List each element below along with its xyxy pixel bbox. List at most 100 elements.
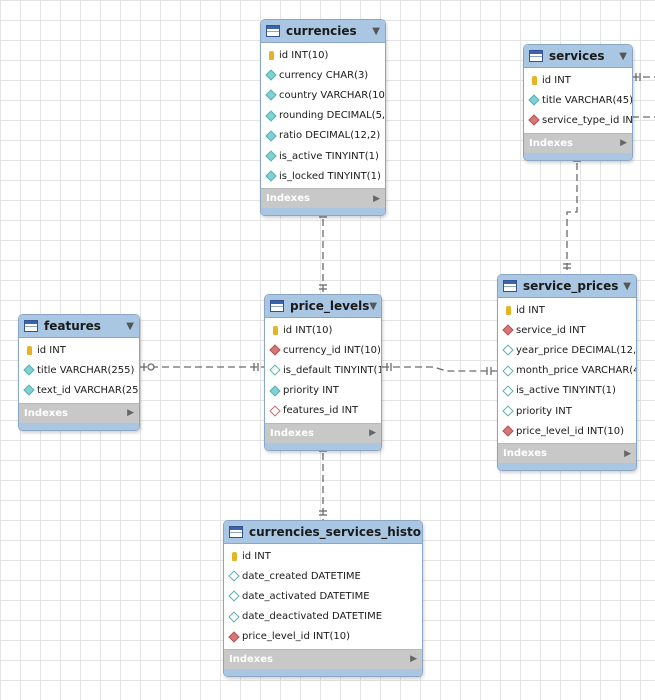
column-label: title VARCHAR(255)	[37, 364, 135, 376]
collapse-arrow-icon[interactable]: ▼	[126, 320, 134, 332]
collapse-arrow-icon[interactable]: ▼	[623, 280, 631, 292]
column-label: id INT(10)	[283, 324, 333, 336]
indexes-section[interactable]: Indexes ▶	[19, 402, 139, 423]
column-row[interactable]: rounding DECIMAL(5,4)	[261, 106, 385, 126]
foreign-key-icon	[502, 425, 514, 437]
expand-arrow-icon[interactable]: ▶	[127, 408, 134, 419]
table-icon	[266, 25, 280, 37]
indexes-label: Indexes	[24, 407, 68, 419]
entity-header[interactable]: currencies ▼	[261, 20, 385, 43]
column-row[interactable]: date_created DATETIME	[224, 566, 422, 586]
entity-footer	[19, 422, 139, 430]
entity-header[interactable]: services ▼	[524, 45, 632, 68]
column-row[interactable]: id INT	[498, 300, 636, 320]
column-icon	[265, 89, 277, 102]
column-label: rounding DECIMAL(5,4)	[279, 110, 386, 122]
column-row[interactable]: ratio DECIMAL(12,2)	[261, 126, 385, 146]
column-icon	[265, 170, 277, 182]
column-row[interactable]: text_id VARCHAR(255)	[19, 380, 139, 400]
collapse-arrow-icon[interactable]: ▼	[369, 300, 378, 312]
nullable-column-icon	[502, 385, 514, 397]
column-row[interactable]: priority INT	[265, 381, 381, 401]
entity-header[interactable]: price_levels ▼	[265, 295, 381, 318]
column-row[interactable]: id INT	[19, 340, 139, 360]
rel-price-levels-service-prices[interactable]	[382, 366, 497, 372]
column-row[interactable]: id INT(10)	[261, 45, 385, 65]
column-row[interactable]: date_deactivated DATETIME	[224, 607, 422, 627]
entity-currencies[interactable]: currencies ▼ id INT(10)currency CHAR(3)c…	[260, 19, 386, 217]
column-row[interactable]: service_type_id INT	[524, 110, 632, 130]
nullable-foreign-key-icon	[269, 405, 281, 417]
entity-title: services	[549, 49, 605, 63]
entity-title: price_levels	[290, 299, 370, 313]
column-icon	[265, 109, 277, 122]
column-label: currency_id INT(10)	[283, 344, 381, 356]
expand-arrow-icon[interactable]: ▶	[620, 138, 627, 149]
column-row[interactable]: is_locked TINYINT(1)	[261, 166, 385, 186]
column-icon	[23, 384, 35, 397]
foreign-key-icon	[502, 324, 514, 336]
column-row[interactable]: title VARCHAR(255)	[19, 360, 139, 380]
column-label: service_id INT	[516, 324, 586, 336]
column-list: id INT(10) currency CHAR(3)country VARCHA…	[261, 43, 385, 188]
nullable-column-icon	[228, 610, 240, 623]
column-label: id INT	[37, 344, 66, 356]
column-row[interactable]: title VARCHAR(45)	[524, 90, 632, 110]
column-row[interactable]: is_active TINYINT(1)	[261, 146, 385, 166]
column-label: date_deactivated DATETIME	[242, 611, 383, 623]
expand-arrow-icon[interactable]: ▶	[624, 448, 631, 459]
foreign-key-icon	[528, 114, 540, 127]
column-row[interactable]: price_level_id INT(10)	[224, 627, 422, 647]
entity-header[interactable]: currencies_services_history ▼	[224, 521, 422, 544]
column-icon	[265, 69, 277, 81]
column-row[interactable]: country VARCHAR(10)	[261, 85, 385, 105]
column-label: year_price DECIMAL(12,4)	[516, 344, 637, 356]
column-label: price_level_id INT(10)	[516, 425, 625, 437]
indexes-section[interactable]: Indexes ▶	[498, 443, 636, 464]
nullable-column-icon	[502, 364, 514, 377]
expand-arrow-icon[interactable]: ▶	[410, 654, 417, 665]
column-row[interactable]: service_id INT	[498, 320, 636, 340]
column-row[interactable]: features_id INT	[265, 401, 381, 421]
column-row[interactable]: currency_id INT(10)	[265, 340, 381, 360]
column-row[interactable]: currency CHAR(3)	[261, 65, 385, 85]
collapse-arrow-icon[interactable]: ▼	[372, 25, 380, 37]
entity-header[interactable]: features ▼	[19, 315, 139, 338]
column-row[interactable]: is_active TINYINT(1)	[498, 381, 636, 401]
expand-arrow-icon[interactable]: ▶	[369, 428, 376, 439]
indexes-section[interactable]: Indexes ▶	[261, 188, 385, 209]
table-icon	[24, 320, 38, 332]
indexes-section[interactable]: Indexes ▶	[524, 132, 632, 153]
column-row[interactable]: is_default TINYINT(1)	[265, 360, 381, 380]
indexes-label: Indexes	[270, 427, 314, 439]
entity-footer	[524, 152, 632, 160]
entity-service-prices[interactable]: service_prices ▼ id INT service_id INT yea…	[497, 274, 637, 472]
column-label: ratio DECIMAL(12,2)	[279, 130, 381, 142]
column-row[interactable]: id INT(10)	[265, 320, 381, 340]
table-icon	[503, 280, 517, 292]
rel-services-service-prices[interactable]	[566, 152, 578, 274]
column-row[interactable]: id INT	[224, 546, 422, 566]
entity-title: currencies	[286, 24, 357, 38]
column-row[interactable]: priority INT	[498, 401, 636, 421]
column-label: id INT(10)	[279, 49, 329, 61]
foreign-key-icon	[269, 344, 281, 356]
column-row[interactable]: date_activated DATETIME	[224, 586, 422, 606]
collapse-arrow-icon[interactable]: ▼	[619, 50, 627, 62]
primary-key-icon	[24, 345, 34, 355]
column-list: id INT(10) currency_id INT(10) is_default …	[265, 318, 381, 423]
entity-features[interactable]: features ▼ id INT title VARCHAR(255) text_…	[18, 314, 140, 431]
indexes-section[interactable]: Indexes ▶	[224, 648, 422, 669]
column-row[interactable]: month_price VARCHAR(45)	[498, 361, 636, 381]
column-row[interactable]: price_level_id INT(10)	[498, 421, 636, 441]
entity-price-levels[interactable]: price_levels ▼ id INT(10) currency_id INT…	[264, 294, 382, 451]
indexes-section[interactable]: Indexes ▶	[265, 422, 381, 443]
entity-currencies-services-history[interactable]: currencies_services_history ▼ id INTdate…	[223, 520, 423, 677]
expand-arrow-icon[interactable]: ▶	[373, 193, 380, 204]
column-row[interactable]: id INT	[524, 70, 632, 90]
entity-header[interactable]: service_prices ▼	[498, 275, 636, 298]
table-icon	[529, 50, 543, 62]
column-row[interactable]: year_price DECIMAL(12,4)	[498, 340, 636, 360]
